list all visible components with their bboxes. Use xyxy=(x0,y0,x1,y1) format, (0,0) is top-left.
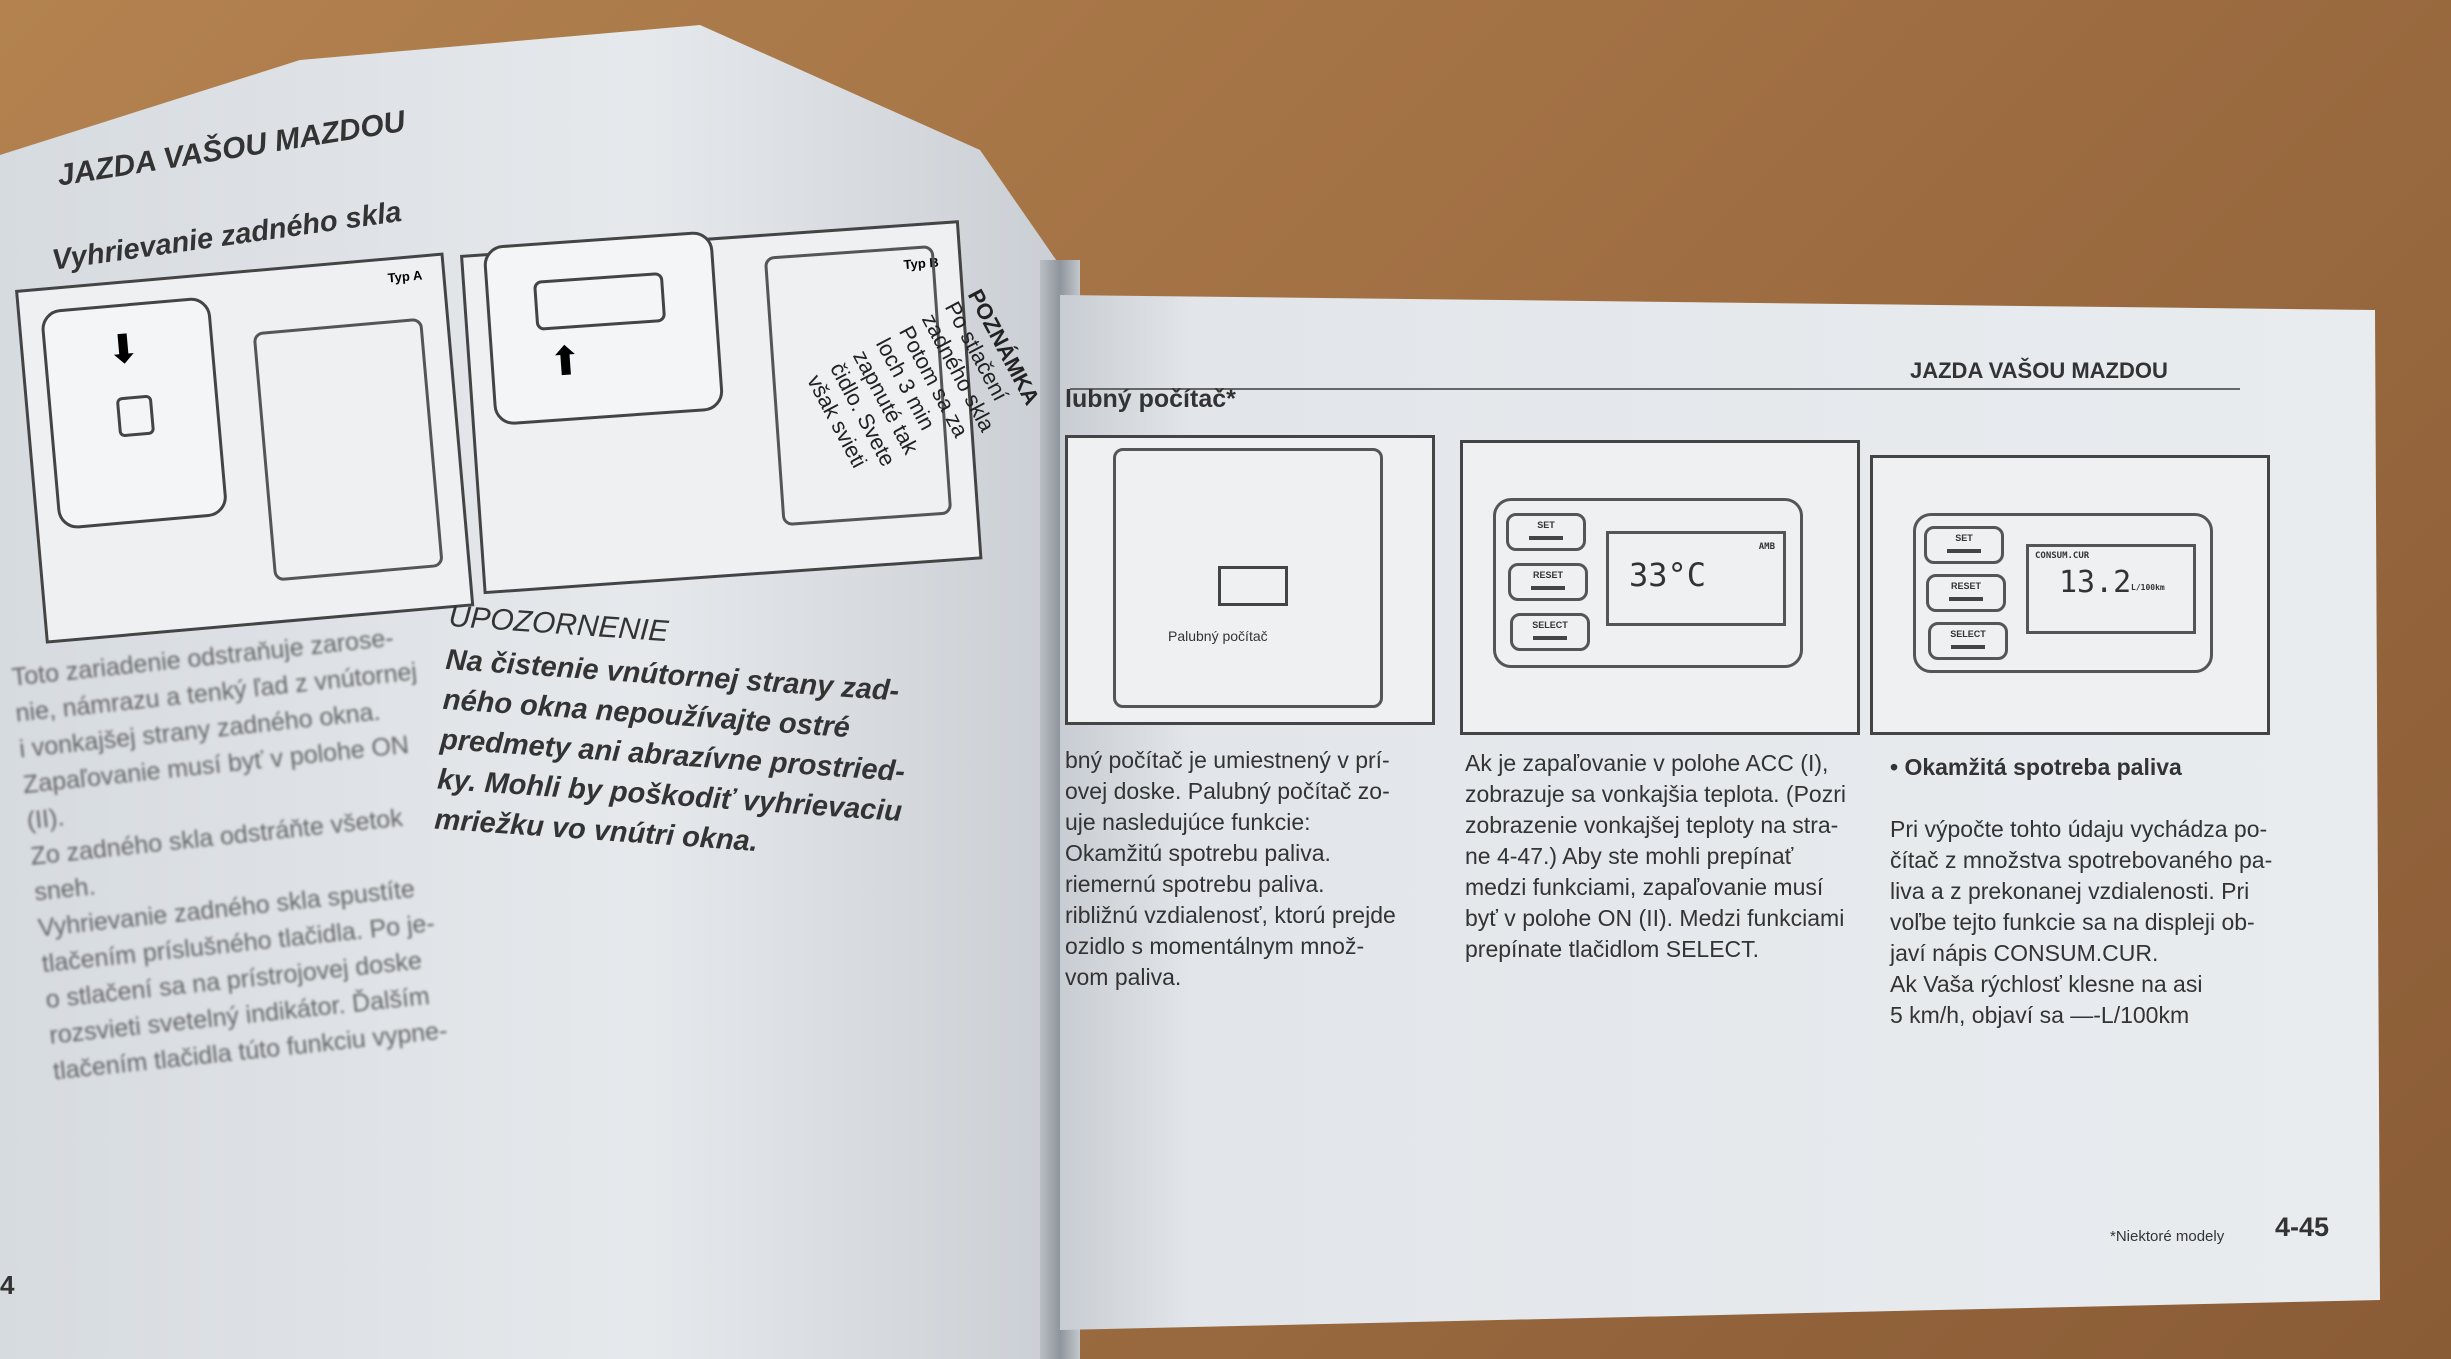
right-header: JAZDA VAŠOU MAZDOU xyxy=(1910,358,2168,383)
figure-consumption-display: SET RESET SELECT CONSUM.CUR 13.2 L/100km xyxy=(1870,455,2270,735)
text-line: ribližnú vzdialenosť, ktorú prejde xyxy=(1065,902,1396,928)
text-line: 5 km/h, objaví sa —-L/100km xyxy=(1890,1002,2190,1028)
center-console-drawing xyxy=(1113,448,1383,708)
text-line: vom paliva. xyxy=(1065,964,1182,990)
bullet-heading-text: Okamžitá spotreba paliva xyxy=(1904,754,2182,780)
text-column-1: bný počítač je umiestnený v prí- ovej do… xyxy=(1065,745,1445,993)
consumption-readout: 13.2 xyxy=(2059,565,2132,600)
mode-label: CONSUM.CUR xyxy=(2035,551,2090,561)
figure-temp-display: SET RESET SELECT 33°C AMB xyxy=(1460,440,1860,735)
computer-panel: SET RESET SELECT 33°C AMB xyxy=(1493,498,1803,668)
caution-box: UPOZORNENIE Na čistenie vnútornej strany… xyxy=(433,600,968,876)
text-line: byť v polohe ON (II). Medzi funkciami xyxy=(1465,905,1845,931)
left-page-number: 4 xyxy=(0,1270,15,1300)
figure-a-label: Typ A xyxy=(387,267,423,286)
reset-button: RESET xyxy=(1926,574,2006,612)
text-line: liva a z prekonanej vzdialenosti. Pri xyxy=(1890,878,2250,904)
text-line: prepínate tlačidlom SELECT. xyxy=(1465,936,1760,962)
text-line: zobrazenie vonkajšej teploty na stra- xyxy=(1465,812,1839,838)
computer-unit-icon xyxy=(1218,566,1288,606)
text-line: Ak je zapaľovanie v polohe ACC (I), xyxy=(1465,750,1829,776)
right-page-number: 4-45 xyxy=(2275,1212,2330,1242)
text-line: uje nasledujúce funkcie: xyxy=(1065,809,1311,835)
header-rule xyxy=(1070,388,2240,390)
lcd-display: 33°C AMB xyxy=(1606,531,1786,626)
temperature-readout: 33°C xyxy=(1629,556,1707,594)
text-line: bný počítač je umiestnený v prí- xyxy=(1065,747,1390,773)
right-page: JAZDA VAŠOU MAZDOU lubný počítač* Palubn… xyxy=(1060,295,2380,1330)
left-page: JAZDA VAŠOU MAZDOU Vyhrievanie zadného s… xyxy=(0,25,1075,1359)
reset-button: RESET xyxy=(1508,563,1588,601)
arrow-down-icon: ⬇ xyxy=(104,326,142,374)
button-closeup: ⬆ xyxy=(482,230,725,426)
dashboard-drawing xyxy=(252,317,444,582)
text-column-2: Ak je zapaľovanie v polohe ACC (I), zobr… xyxy=(1465,748,1885,965)
button-closeup: ⬇ xyxy=(39,296,229,531)
text-line: medzi funkciami, zapaľovanie musí xyxy=(1465,874,1824,900)
text-line: riemernú spotrebu paliva. xyxy=(1065,871,1325,897)
amb-indicator: AMB xyxy=(1758,542,1775,552)
set-button: SET xyxy=(1506,513,1586,551)
text-line: voľbe tejto funkcie sa na displeji ob- xyxy=(1890,909,2255,935)
set-button: SET xyxy=(1924,526,2004,564)
section-title: lubný počítač* xyxy=(1065,385,1236,413)
left-body-text: Toto zariadenie odstraňuje zarose- nie, … xyxy=(10,617,463,1089)
text-line: javí nápis CONSUM.CUR. xyxy=(1890,940,2159,966)
figure-callout-label: Palubný počítač xyxy=(1168,628,1268,644)
select-button: SELECT xyxy=(1510,613,1590,651)
arrow-up-icon: ⬆ xyxy=(547,338,584,386)
text-line: ne 4-47.) Aby ste mohli prepínať xyxy=(1465,843,1794,869)
figure-type-a: Typ A ⬇ xyxy=(15,252,475,644)
text-line: ozidlo s momentálnym množ- xyxy=(1065,933,1365,959)
figure-dashboard: Palubný počítač xyxy=(1065,435,1435,725)
select-button: SELECT xyxy=(1928,622,2008,660)
text-line: ovej doske. Palubný počítač zo- xyxy=(1065,778,1390,804)
bullet-heading: • Okamžitá spotreba paliva xyxy=(1890,754,2182,780)
computer-panel: SET RESET SELECT CONSUM.CUR 13.2 L/100km xyxy=(1913,513,2213,673)
text-column-3: • Okamžitá spotreba paliva Pri výpočte t… xyxy=(1890,752,2310,1031)
text-line: čítač z množstva spotrebovaného pa- xyxy=(1890,847,2273,873)
text-line: Okamžitú spotrebu paliva. xyxy=(1065,840,1331,866)
defroster-button-icon xyxy=(532,271,667,331)
unit-label: L/100km xyxy=(2131,583,2165,592)
text-line: zobrazuje sa vonkajšia teplota. (Pozri xyxy=(1465,781,1846,807)
defroster-button-icon xyxy=(115,394,156,438)
text-line: Pri výpočte tohto údaju vychádza po- xyxy=(1890,816,2268,842)
text-line: Ak Vaša rýchlosť klesne na asi xyxy=(1890,971,2203,997)
footnote: *Niektoré modely xyxy=(2110,1228,2225,1245)
lcd-display: CONSUM.CUR 13.2 L/100km xyxy=(2026,544,2196,634)
